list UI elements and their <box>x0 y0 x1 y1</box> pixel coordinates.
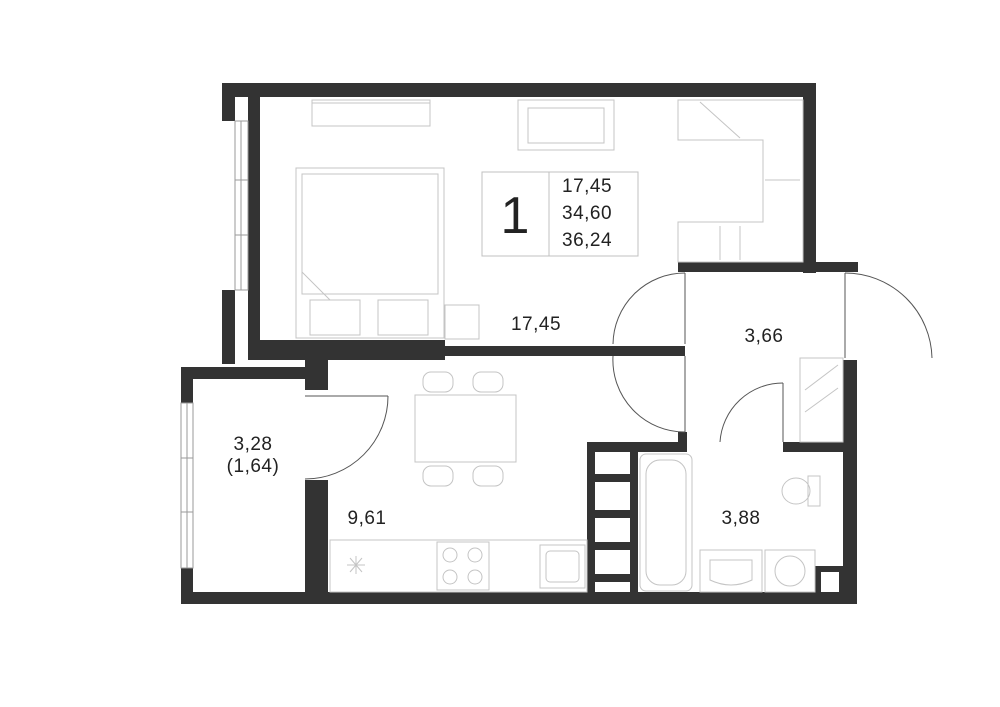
bedroom-furniture <box>295 99 804 340</box>
window-balcony <box>180 402 194 569</box>
door-kitchen <box>612 355 686 433</box>
door-entrance <box>844 272 933 359</box>
window-bedroom <box>234 120 249 291</box>
balcony-reduced-area-label: (1,64) <box>227 456 280 477</box>
total-area-value: 34,60 <box>562 203 612 224</box>
kitchen-area-label: 9,61 <box>348 508 387 529</box>
door-bedroom <box>612 272 686 345</box>
room-count: 1 <box>501 187 530 245</box>
shaft-inner <box>821 572 839 592</box>
bedroom-area-label: 17,45 <box>511 314 561 335</box>
total-area-with-balcony-value: 36,24 <box>562 230 612 251</box>
door-balcony <box>304 395 389 480</box>
living-area-value: 17,45 <box>562 176 612 197</box>
walls <box>181 83 858 604</box>
door-bathroom <box>719 382 784 443</box>
balcony-area-label: 3,28 <box>234 434 273 455</box>
hall-area-label: 3,66 <box>745 326 784 347</box>
bathroom-furniture <box>639 357 844 593</box>
bathroom-area-label: 3,88 <box>722 508 761 529</box>
kitchen-furniture <box>329 371 588 593</box>
summary-box: 1 17,45 34,60 36,24 <box>481 171 639 257</box>
shelving-cells <box>595 452 630 574</box>
